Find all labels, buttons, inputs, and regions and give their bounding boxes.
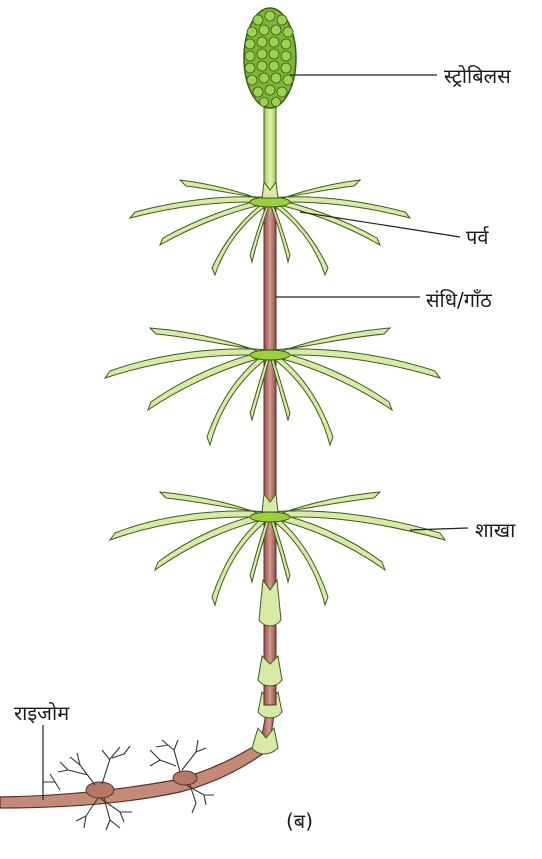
node-leader-line xyxy=(300,212,460,237)
internode-label: संधि/गाँठ xyxy=(426,290,492,310)
branch-label: शाखा xyxy=(475,520,515,540)
rhizome-label: राइजोम xyxy=(14,703,69,723)
strobilus-label: स्ट्रोबिलस xyxy=(444,66,511,86)
figure-caption: (ब) xyxy=(286,811,313,831)
node-label: पर्व xyxy=(466,227,488,247)
main-stem xyxy=(258,205,282,705)
strobilus xyxy=(244,8,296,108)
rhizome xyxy=(0,738,275,808)
